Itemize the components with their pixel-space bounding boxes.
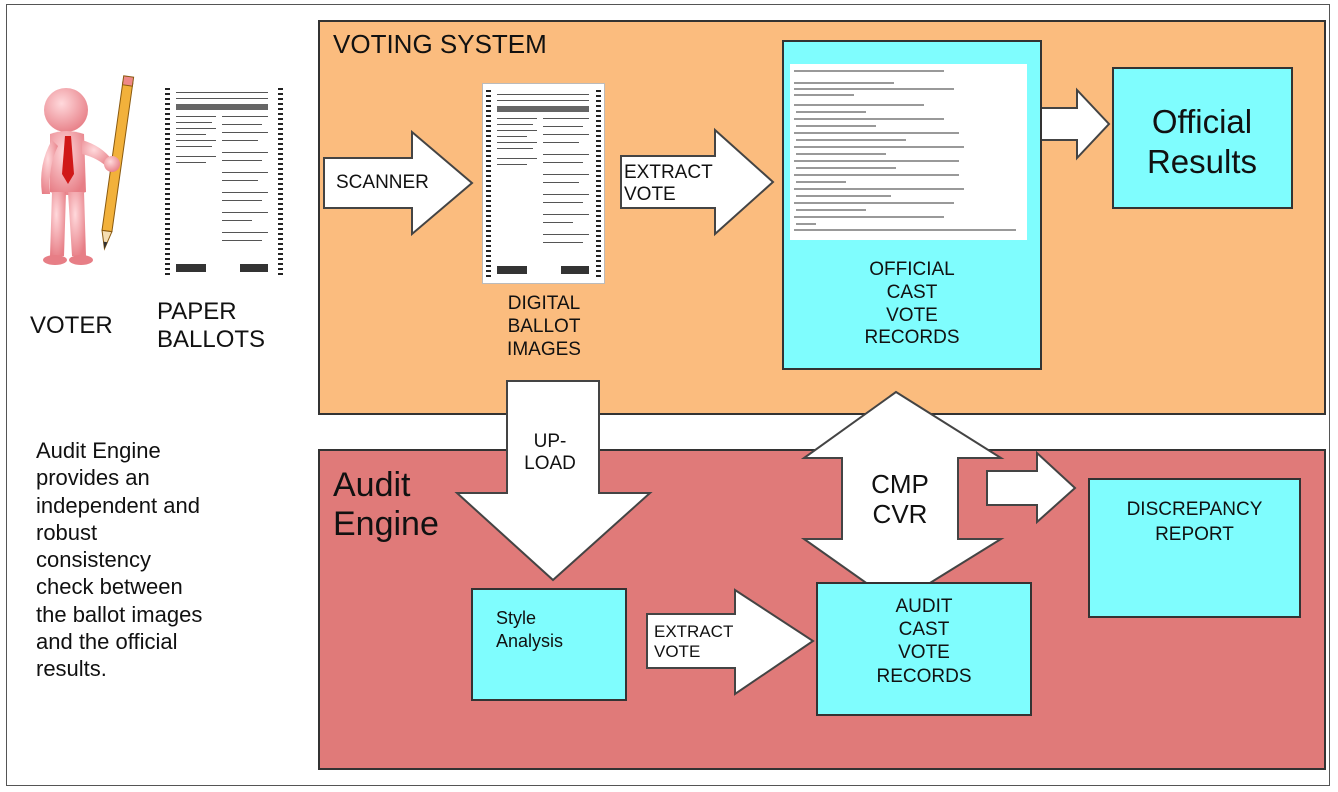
scanner-label: SCANNER xyxy=(336,172,429,193)
extract-vote-label-top: EXTRACT VOTE xyxy=(624,162,713,205)
cmp-cvr-label: CMP CVR xyxy=(871,469,929,529)
paper-ballots-label: PAPER BALLOTS xyxy=(157,298,266,354)
audit-engine-title: Audit Engine xyxy=(333,466,439,544)
audit-cvr-label: AUDIT CAST VOTE RECORDS xyxy=(876,596,972,687)
official-results-label: Official Results xyxy=(1146,103,1258,180)
scanner-arrow xyxy=(323,129,474,237)
style-analysis-box xyxy=(471,588,627,701)
voter-label: VOTER xyxy=(30,312,113,339)
extract-vote-arrow-top xyxy=(620,127,775,237)
official-cvr-label: OFFICIAL CAST VOTE RECORDS xyxy=(864,259,960,349)
discrepancy-report-label: DISCREPANCY REPORT xyxy=(1126,499,1263,545)
discrepancy-arrow xyxy=(986,450,1077,525)
style-analysis-label: Style Analysis xyxy=(496,608,564,652)
extract-vote-label-bottom: EXTRACT VOTE xyxy=(654,622,734,661)
discrepancy-report-box xyxy=(1088,478,1301,618)
official-results-box xyxy=(1112,67,1293,209)
voting-system-title: VOTING SYSTEM xyxy=(333,29,547,59)
digital-ballot-images-label: DIGITAL BALLOT IMAGES xyxy=(507,293,581,360)
extract-vote-arrow-bottom xyxy=(646,588,815,696)
digital-ballot-icon xyxy=(482,83,605,284)
description-text: Audit Engine provides an independent and… xyxy=(36,438,203,682)
upload-arrow xyxy=(454,380,653,582)
results-arrow xyxy=(1036,87,1111,161)
cvr-document-icon xyxy=(790,64,1027,240)
audit-cvr-box xyxy=(816,582,1032,716)
voter-figure-icon xyxy=(41,75,135,265)
paper-ballot-icon xyxy=(162,82,286,283)
upload-label: UP- LOAD xyxy=(524,431,576,474)
